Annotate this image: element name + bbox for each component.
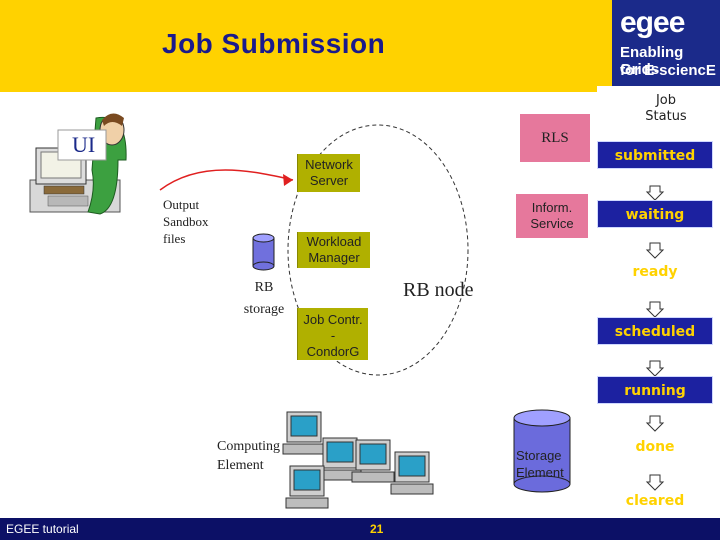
job-contr-line2: - (330, 328, 336, 343)
network-server-box: Network Server (297, 154, 360, 192)
egee-logo: egee Enabling Grids for E-sciencE (612, 0, 720, 92)
rls-box: RLS (520, 114, 590, 162)
storage-element-label: Storage Element (516, 447, 564, 481)
submit-arrow (159, 169, 294, 191)
computing-element-line1: Computing (217, 439, 281, 454)
submit-arrowhead (283, 174, 293, 186)
slide-title: Job Submission (162, 28, 386, 59)
user-at-computer-icon (29, 113, 127, 215)
ui-label-box (57, 129, 107, 161)
workload-manager-box: Workload Manager (297, 232, 370, 268)
logo-mark: egee (620, 6, 685, 39)
arrow-done-cleared (645, 474, 665, 491)
status-ready: ready (632, 264, 678, 280)
workload-manager-label: Workload Manager (306, 234, 362, 265)
status-done: done (635, 439, 675, 455)
status-running: running (597, 376, 713, 404)
storage-element-line2: Element (516, 465, 564, 480)
arrow-waiting-ready (645, 242, 665, 259)
output-sandbox-line3: files (163, 231, 186, 246)
ui-label: UI (72, 132, 96, 157)
job-status-title: Job Status (640, 93, 692, 125)
storage-element-line1: Storage (516, 448, 562, 463)
rb-storage-icon (252, 233, 275, 271)
status-cleared: cleared (625, 493, 685, 509)
storage-element-icon (513, 409, 571, 493)
job-status-title-line2: Status (645, 109, 687, 124)
network-server-label: Network Server (305, 157, 353, 188)
footer-label: EGEE tutorial (6, 522, 79, 536)
rb-storage-label: RB storage (240, 277, 288, 321)
job-contr-line3: CondorG (306, 344, 360, 359)
header-bar (0, 0, 720, 92)
rls-label: RLS (541, 130, 569, 146)
computing-element-label: Computing Element (217, 437, 280, 475)
inform-service-label: Inform. Service (530, 200, 574, 231)
arrow-ready-scheduled (645, 301, 665, 318)
computing-element-line2: Element (217, 458, 264, 473)
job-contr-line1: Job Contr. (303, 312, 363, 327)
logo-line2: for E-sciencE (620, 62, 716, 79)
arrow-running-done (645, 415, 665, 432)
rb-storage-line2: storage (243, 302, 285, 317)
page-number: 21 (370, 522, 384, 536)
output-sandbox-line1: Output (163, 197, 200, 212)
output-sandbox-line2: Sandbox (163, 214, 209, 229)
output-sandbox-label: Output Sandbox files (163, 196, 209, 247)
rb-node-label: RB node (403, 279, 474, 301)
rb-storage-line1: RB (254, 280, 274, 295)
rb-node-ellipse (287, 124, 469, 376)
computing-element-computers-icon (282, 411, 434, 509)
arrow-submitted-waiting (645, 185, 665, 201)
status-scheduled: scheduled (597, 317, 713, 345)
logo-line1: Enabling Grids (620, 44, 684, 78)
footer-bar: EGEE tutorial 21 (0, 518, 720, 540)
job-controller-box: Job Contr. - CondorG (297, 308, 368, 360)
status-waiting: waiting (597, 200, 713, 228)
job-status-title-line1: Job (655, 93, 677, 108)
arrow-scheduled-running (645, 360, 665, 377)
inform-service-box: Inform. Service (516, 194, 588, 238)
status-submitted: submitted (597, 141, 713, 169)
